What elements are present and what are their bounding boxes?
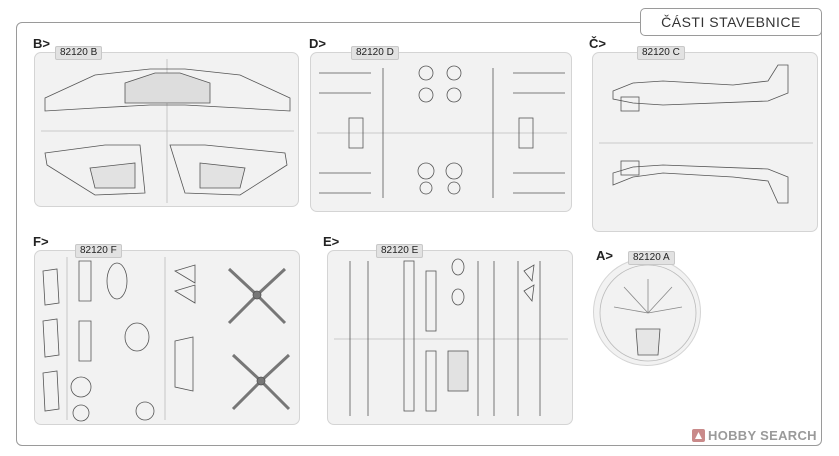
sprue-a-code: 82120 A	[628, 251, 675, 265]
sprue-b-letter: B>	[33, 36, 50, 51]
sprue-f-parts	[42, 257, 291, 422]
sprue-e: 82120 E	[327, 244, 573, 425]
watermark: HOBBY SEARCH	[692, 428, 817, 443]
sprue-c-code: 82120 C	[637, 46, 685, 60]
sprue-c: 82120 C	[592, 46, 818, 232]
sprue-b: 82120 B	[34, 46, 299, 207]
sprue-a: 82120 A	[593, 251, 701, 366]
sprue-d-code: 82120 D	[351, 46, 399, 60]
page-title-text: ČÁSTI STAVEBNICE	[661, 14, 801, 30]
sprue-a-letter: A>	[596, 248, 613, 263]
sprue-d-letter: D>	[309, 36, 326, 51]
watermark-text: HOBBY SEARCH	[708, 428, 817, 443]
sprue-e-code: 82120 E	[376, 244, 424, 258]
sprue-f-code: 82120 F	[75, 244, 122, 258]
sprue-f-letter: F>	[33, 234, 49, 249]
sprue-d-parts	[317, 65, 567, 198]
sprue-c-letter: Č>	[589, 36, 606, 51]
sprue-e-letter: E>	[323, 234, 340, 249]
sprue-e-parts	[334, 258, 568, 416]
sprue-b-parts	[41, 59, 294, 203]
sprue-c-parts	[599, 64, 813, 204]
page-frame	[16, 22, 822, 446]
hobbysearch-logo-icon	[692, 429, 705, 442]
sprue-b-code: 82120 B	[55, 46, 103, 60]
sprue-a-parts	[599, 264, 697, 362]
page-title: ČÁSTI STAVEBNICE	[640, 8, 822, 36]
sprue-f: 82120 F	[34, 244, 300, 425]
sprue-d: 82120 D	[310, 46, 572, 212]
